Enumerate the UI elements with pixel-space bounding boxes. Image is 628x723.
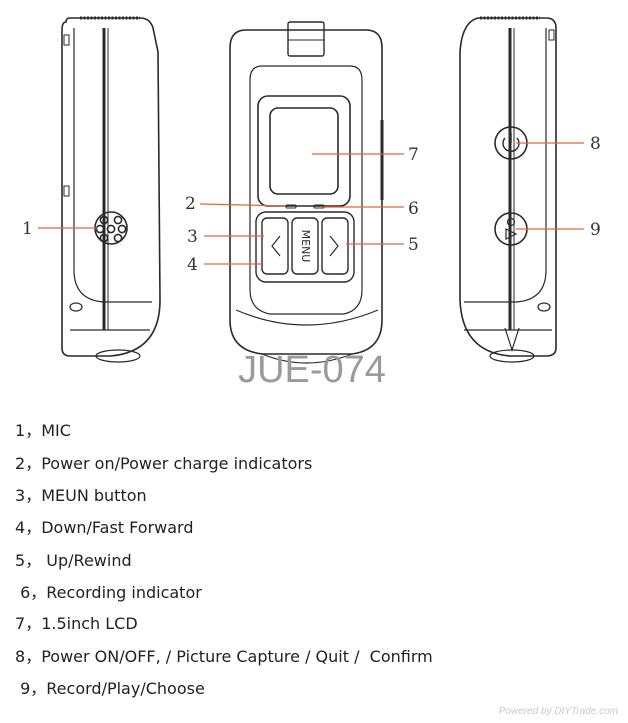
legend-item: 5， Up/Rewind — [15, 547, 132, 571]
callout-2: 2 — [185, 194, 196, 214]
legend-item: 3，MEUN button — [15, 482, 147, 506]
front-view — [229, 21, 384, 364]
menu-button-label: MENU — [299, 230, 312, 263]
model-title: JUE-074 — [238, 349, 386, 391]
legend-number: 6 — [15, 583, 31, 602]
callout-4: 4 — [187, 255, 198, 275]
callout-1: 1 — [22, 219, 33, 239]
legend-number: 3 — [15, 486, 26, 505]
legend-separator: ， — [25, 518, 42, 537]
lcd-screen — [269, 107, 339, 195]
legend-item: 7，1.5inch LCD — [15, 610, 138, 634]
legend-separator: ， — [30, 583, 47, 602]
legend-text: Up/Rewind — [41, 551, 132, 570]
legend-separator: ， — [30, 679, 47, 698]
legend-number: 7 — [15, 614, 26, 633]
legend-separator: ， — [25, 551, 42, 570]
legend-item: 6，Recording indicator — [15, 579, 202, 603]
legend-number: 9 — [15, 679, 31, 698]
callout-7: 7 — [408, 145, 419, 165]
watermark: Powered by DIYTrade.com — [498, 706, 618, 717]
legend-text: Recording indicator — [46, 583, 202, 602]
legend-text: Record/Play/Choose — [46, 679, 205, 698]
left-side-view — [61, 16, 161, 363]
legend-text: Power ON/OFF, / Picture Capture / Quit /… — [41, 647, 433, 666]
legend-separator: ， — [25, 486, 42, 505]
callout-6: 6 — [408, 199, 419, 219]
callout-9: 9 — [590, 220, 601, 240]
legend-text: Down/Fast Forward — [41, 518, 194, 537]
legend-item: 4，Down/Fast Forward — [15, 514, 194, 538]
legend-number: 1 — [15, 421, 26, 440]
legend-item: 8，Power ON/OFF, / Picture Capture / Quit… — [15, 643, 433, 667]
callout-5: 5 — [408, 235, 419, 255]
legend-number: 5 — [15, 551, 26, 570]
legend-separator: ， — [25, 421, 42, 440]
callout-numbers: 1 2 3 4 5 6 7 8 9 — [22, 134, 601, 275]
legend-separator: ， — [25, 614, 42, 633]
callout-3: 3 — [187, 227, 198, 247]
legend-item: 2，Power on/Power charge indicators — [15, 450, 312, 474]
right-side-view — [459, 16, 557, 363]
callout-8: 8 — [590, 134, 601, 154]
legend-number: 2 — [15, 454, 26, 473]
legend-text: MIC — [41, 421, 71, 440]
callout-lines — [38, 142, 584, 265]
legend-text: Power on/Power charge indicators — [41, 454, 313, 473]
legend-text: 1.5inch LCD — [41, 614, 138, 633]
mic-icon — [94, 211, 128, 245]
legend-item: 1，MIC — [15, 417, 71, 441]
legend-number: 4 — [15, 518, 26, 537]
legend-text: MEUN button — [41, 486, 147, 505]
legend-separator: ， — [25, 454, 42, 473]
legend-separator: ， — [25, 647, 42, 666]
legend-number: 8 — [15, 647, 26, 666]
legend-item: 9，Record/Play/Choose — [15, 675, 205, 699]
device-diagram: MENU — [22, 16, 601, 391]
